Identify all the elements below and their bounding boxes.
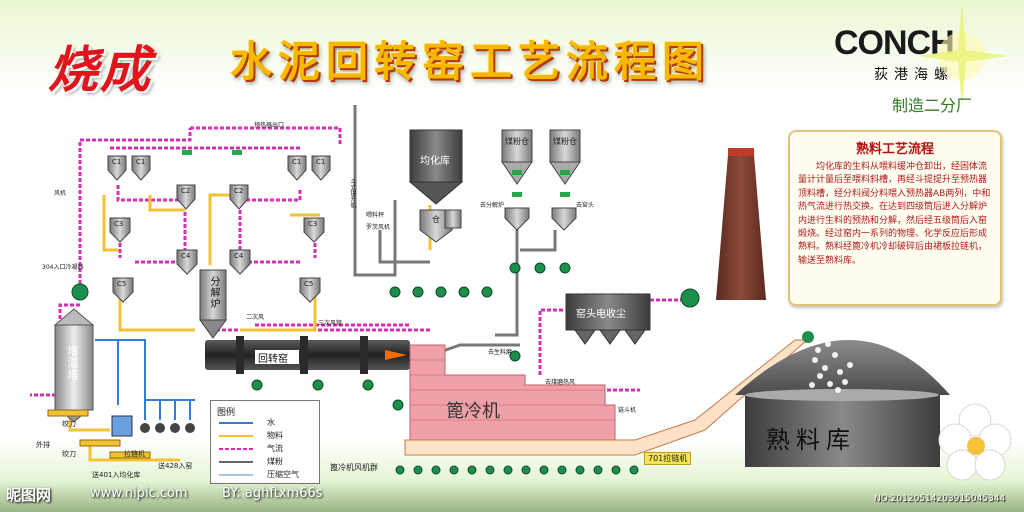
to-raw-mill-label: 去生料磨	[488, 349, 513, 356]
conch-logo: CONCH 荻港海螺	[834, 24, 1004, 94]
legend-swatch	[219, 448, 253, 450]
calciner-label: 分解炉	[208, 276, 219, 309]
cyclone-c5b-label: C5	[304, 280, 314, 288]
tertiary-air-label: 三次风管	[318, 320, 343, 327]
cooler-fans-label: 篦冷机风机群	[330, 463, 378, 472]
outlet-label: 外排	[36, 441, 50, 449]
legend-label: 气流	[267, 444, 283, 453]
cyclone-c5a-label: C5	[117, 280, 127, 288]
second-air-label: 二次风	[246, 314, 265, 321]
screw-b-label: 绞刀	[62, 450, 76, 458]
blower-label: 罗茨风机	[366, 224, 391, 231]
elevator-label: 斗式提升机	[349, 178, 356, 208]
description-title: 熟料工艺流程	[855, 142, 934, 157]
chimney	[716, 148, 766, 300]
to-401-label: 送401入均化库	[92, 471, 141, 479]
page-title-main: 水泥回转窑工艺流程图	[230, 37, 711, 86]
coal-to-kiln-label: 去窑头	[576, 202, 595, 209]
buffer-bin-label: 仓	[432, 215, 440, 224]
legend-title: 图例	[217, 408, 236, 418]
rotary-kiln	[205, 336, 410, 374]
legend-item-water: 水	[219, 417, 319, 429]
page-title-left: 烧成	[48, 40, 152, 99]
cyclone-c3b-label: C3	[308, 220, 318, 228]
coal-bin-1-label: 煤粉仓	[505, 137, 529, 146]
kiln-label: 回转窑	[258, 354, 288, 365]
fan-label: 风机	[54, 190, 67, 197]
clinker-silo-label: 熟料库	[766, 426, 856, 454]
kiln-dust-label: 窑头电收尘	[576, 309, 626, 320]
cyclone-c4b-label: C4	[234, 252, 244, 260]
to-mill-label: 去煤磨热风	[545, 379, 576, 386]
legend-label: 物料	[267, 431, 283, 440]
preheat-top-label: 预热器出口	[254, 122, 285, 129]
legend-swatch	[219, 474, 253, 476]
coal-bin-2-label: 煤粉仓	[553, 137, 577, 146]
legend-item-material: 物料	[219, 430, 319, 442]
star-sparkle-icon	[918, 2, 1008, 108]
process-description-panel: 熟料工艺流程 均化库的生料从喂料缓冲仓卸出，经固体流量计计量后至喂料斜槽，再经斗…	[788, 130, 1002, 306]
factory-label: 制造二分厂	[892, 96, 973, 115]
cyclone-c4a-label: C4	[181, 252, 191, 260]
legend-label: 压缩空气	[267, 470, 299, 479]
cyclone-c2b-label: C2	[234, 187, 244, 195]
legend-label: 煤粉	[267, 457, 283, 466]
cyclone-c1d-label: C1	[316, 158, 326, 166]
cyclone-c2a-label: C2	[181, 187, 191, 195]
to-428-label: 送428入窑	[158, 462, 193, 470]
legend-label: 水	[267, 418, 275, 427]
description-body: 均化库的生料从喂料缓冲仓卸出，经固体流量计计量后至喂料斜槽，再经斗提提升至预热器…	[798, 162, 991, 266]
coal-to-calciner-label: 去分解炉	[480, 202, 505, 209]
cooler-label: 篦冷机	[446, 401, 500, 422]
legend-swatch	[219, 422, 253, 424]
footer-url[interactable]: www.nipic.com	[90, 486, 188, 501]
homogenizer-label: 均化库	[420, 156, 450, 167]
legend-swatch	[219, 461, 253, 463]
footer-author: BY: aghftxm66s	[222, 486, 323, 501]
footer-site: 昵图网	[6, 486, 52, 504]
flower-decoration-icon	[938, 403, 1012, 481]
legend-panel: 图例 水 物料 气流 煤粉 压缩空气	[210, 400, 320, 484]
footer-number: NO:20120514203915045344	[874, 494, 1006, 504]
drag-chain-label: 链斗机	[618, 407, 637, 414]
legend-item-air: 压缩空气	[219, 469, 319, 481]
humidifier-label: 增湿塔	[66, 345, 79, 381]
cyclone-c1a-label: C1	[112, 158, 122, 166]
chain-label: 拉链机	[124, 450, 145, 458]
air-inlet-label: 304入口冷凝器	[42, 264, 84, 271]
cyclone-c1c-label: C1	[292, 158, 302, 166]
footer-band	[0, 480, 1024, 512]
screw-a-label: 绞刀	[62, 420, 76, 428]
chain-conveyor-label: 701拉链机	[644, 452, 692, 465]
logo-sub: 荻港海螺	[874, 67, 954, 83]
legend-item-gas: 气流	[219, 443, 319, 455]
feed-label: 喂料秤	[366, 212, 385, 219]
legend-item-coal: 煤粉	[219, 456, 319, 468]
cyclone-c3a-label: C3	[114, 220, 124, 228]
homogenizer-silo	[408, 129, 464, 243]
cyclone-c1b-label: C1	[136, 158, 146, 166]
legend-swatch	[219, 435, 253, 437]
